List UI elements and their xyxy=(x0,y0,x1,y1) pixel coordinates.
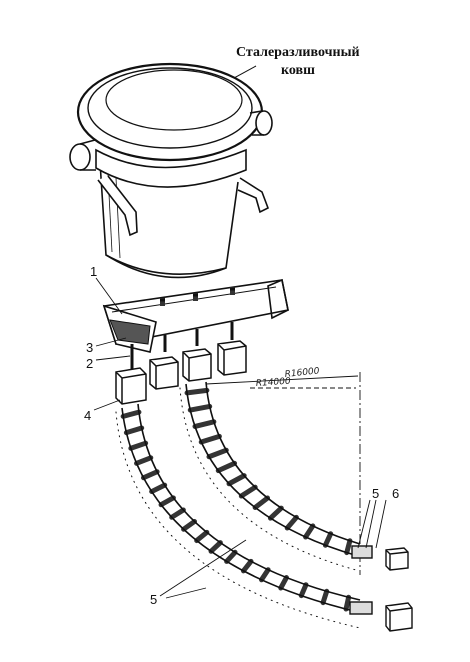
roller xyxy=(303,523,316,540)
roller xyxy=(192,419,217,429)
roller xyxy=(120,409,142,419)
roller xyxy=(158,495,176,508)
roller xyxy=(278,575,289,591)
exit-blocks xyxy=(349,545,413,632)
callout-3: 3 xyxy=(86,340,93,355)
roller xyxy=(284,514,299,531)
roller xyxy=(187,403,213,413)
outer-strand-rollers xyxy=(120,409,352,612)
moulds xyxy=(115,340,247,405)
roller xyxy=(259,567,271,583)
roller xyxy=(181,518,197,532)
roller xyxy=(128,440,149,451)
roller xyxy=(298,582,309,599)
callout-1: 1 xyxy=(90,264,97,279)
roller xyxy=(224,549,238,564)
roller xyxy=(198,433,222,445)
roller xyxy=(344,538,353,556)
roller xyxy=(184,387,210,396)
steel-ladle xyxy=(69,62,273,279)
roller xyxy=(252,495,271,511)
callout-lines xyxy=(93,277,387,599)
inner-strand xyxy=(179,381,361,571)
roller xyxy=(208,540,223,554)
radius-inner-label: R14000 xyxy=(256,377,292,389)
roller xyxy=(267,505,284,521)
roller xyxy=(240,558,254,574)
roller xyxy=(134,455,154,466)
callout-5-lower: 5 xyxy=(150,592,157,607)
radius-lines xyxy=(205,372,361,575)
roller xyxy=(215,460,238,474)
roller xyxy=(206,447,229,460)
callout-6: 6 xyxy=(392,486,399,501)
roller xyxy=(194,529,210,544)
roller xyxy=(322,531,334,548)
roller xyxy=(149,482,168,495)
roller xyxy=(320,588,330,606)
roller xyxy=(141,469,160,481)
roller xyxy=(343,594,352,612)
radius-outer-label: R16000 xyxy=(284,366,320,380)
ladle-title-line2: ковш xyxy=(281,63,315,78)
roller xyxy=(169,507,186,520)
callout-2: 2 xyxy=(86,356,93,371)
callout-5-upper: 5 xyxy=(372,486,379,501)
roller xyxy=(123,425,145,436)
ladle-title-line1: Сталеразливочный xyxy=(236,45,360,60)
roller xyxy=(238,484,258,499)
callout-4: 4 xyxy=(84,408,91,423)
inner-strand-rollers xyxy=(184,387,353,556)
roller xyxy=(226,473,247,487)
